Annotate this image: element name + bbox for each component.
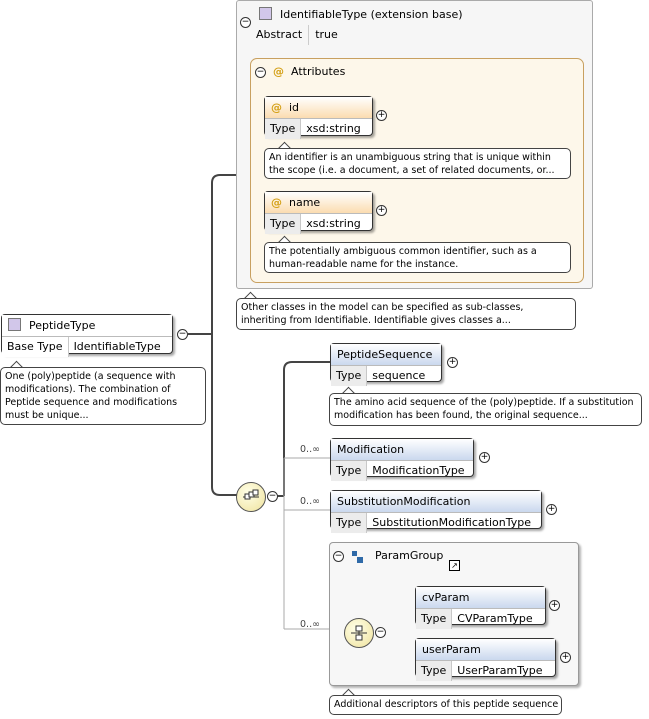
expand-plus-icon[interactable]: + <box>479 452 490 463</box>
modification-element[interactable]: Modification Type ModificationType <box>330 438 474 481</box>
collapse-minus-icon[interactable]: − <box>375 627 386 638</box>
abstract-value: true <box>315 28 338 41</box>
expand-plus-icon[interactable]: + <box>376 110 387 121</box>
type-value: UserParamType <box>457 664 543 677</box>
type-value: ModificationType <box>372 464 465 477</box>
identifiable-doc-text: Other classes in the model can be specif… <box>241 302 524 326</box>
attribute-id[interactable]: @ id Type xsd:string <box>264 96 373 139</box>
param-group-cardinality: 0..∞ <box>300 619 320 630</box>
base-type-key: Base Type <box>2 337 69 357</box>
identifiable-doc: Other classes in the model can be specif… <box>236 298 576 330</box>
modification-cardinality: 0..∞ <box>300 444 320 455</box>
peptide-sequence-element[interactable]: PeptideSequence Type sequence <box>330 343 442 386</box>
substitution-cardinality: 0..∞ <box>300 496 320 507</box>
collapse-minus-icon[interactable]: − <box>333 551 344 562</box>
peptide-sequence-doc: The amino acid sequence of the (poly)pep… <box>329 393 642 426</box>
type-key: Type <box>331 366 368 386</box>
base-type-value: IdentifiableType <box>73 340 161 353</box>
type-key: Type <box>416 661 453 681</box>
expand-plus-icon[interactable]: + <box>376 205 387 216</box>
modification-name: Modification <box>331 439 473 461</box>
attributes-title: Attributes <box>291 65 346 78</box>
group-icon <box>352 551 364 563</box>
cv-param-name: cvParam <box>416 587 545 609</box>
attribute-id-doc-text: An identifier is an unambiguous string t… <box>269 152 555 176</box>
user-param-element[interactable]: userParam Type UserParamType <box>415 638 556 681</box>
attribute-name-name: name <box>289 196 321 209</box>
attribute-name[interactable]: @ name Type xsd:string <box>264 191 373 234</box>
collapse-minus-icon[interactable]: − <box>255 67 266 78</box>
attribute-at-icon: @ <box>271 196 282 209</box>
peptide-type-doc-text: One (poly)peptide (a sequence with modif… <box>5 371 178 421</box>
peptide-type-name: PeptideType <box>29 319 96 332</box>
expand-plus-icon[interactable]: + <box>549 600 560 611</box>
peptide-sequence-doc-text: The amino acid sequence of the (poly)pep… <box>334 397 634 421</box>
sequence-compositor-icon[interactable] <box>344 618 374 648</box>
collapse-minus-icon[interactable]: − <box>240 17 251 28</box>
substitution-modification-element[interactable]: SubstitutionModification Type Substitutio… <box>330 490 542 533</box>
type-key: Type <box>265 214 302 234</box>
abstract-property: Abstract true <box>250 25 344 45</box>
collapse-minus-icon[interactable]: − <box>177 329 188 340</box>
peptide-sequence-name: PeptideSequence <box>331 344 441 366</box>
type-value: CVParamType <box>457 612 533 625</box>
class-square-icon <box>259 7 272 20</box>
param-group-doc-text: Additional descriptors of this peptide s… <box>334 699 559 710</box>
sequence-compositor-icon[interactable] <box>236 482 266 512</box>
type-key: Type <box>416 609 453 629</box>
expand-plus-icon[interactable]: + <box>546 504 557 515</box>
type-key: Type <box>331 513 368 533</box>
substitution-modification-name: SubstitutionModification <box>331 491 541 513</box>
cv-param-element[interactable]: cvParam Type CVParamType <box>415 586 546 629</box>
type-key: Type <box>265 119 302 139</box>
peptide-type-doc: One (poly)peptide (a sequence with modif… <box>0 367 206 425</box>
expand-plus-icon[interactable]: + <box>447 357 458 368</box>
attribute-at-icon: @ <box>273 65 284 78</box>
type-key: Type <box>331 461 368 481</box>
attribute-name-doc: The potentially ambiguous common identif… <box>264 242 571 273</box>
peptide-type[interactable]: PeptideType Base Type IdentifiableType <box>1 314 173 357</box>
identifiable-type-title: IdentifiableType (extension base) <box>280 8 463 21</box>
param-group-name: ParamGroup <box>375 549 444 562</box>
attribute-name-doc-text: The potentially ambiguous common identif… <box>269 246 537 270</box>
user-param-name: userParam <box>416 639 555 661</box>
param-group-doc: Additional descriptors of this peptide s… <box>329 695 562 715</box>
attribute-id-name: id <box>289 101 300 114</box>
type-value: xsd:string <box>306 122 361 135</box>
type-value: SubstitutionModificationType <box>372 516 531 529</box>
shortcut-arrow-icon[interactable]: ↗ <box>449 560 460 571</box>
abstract-key: Abstract <box>250 25 310 45</box>
type-value: xsd:string <box>306 217 361 230</box>
expand-plus-icon[interactable]: + <box>560 652 571 663</box>
type-value: sequence <box>372 369 426 382</box>
attribute-id-doc: An identifier is an unambiguous string t… <box>264 148 571 179</box>
attribute-at-icon: @ <box>271 101 282 114</box>
collapse-minus-icon[interactable]: − <box>267 491 278 502</box>
class-square-icon <box>8 318 21 331</box>
